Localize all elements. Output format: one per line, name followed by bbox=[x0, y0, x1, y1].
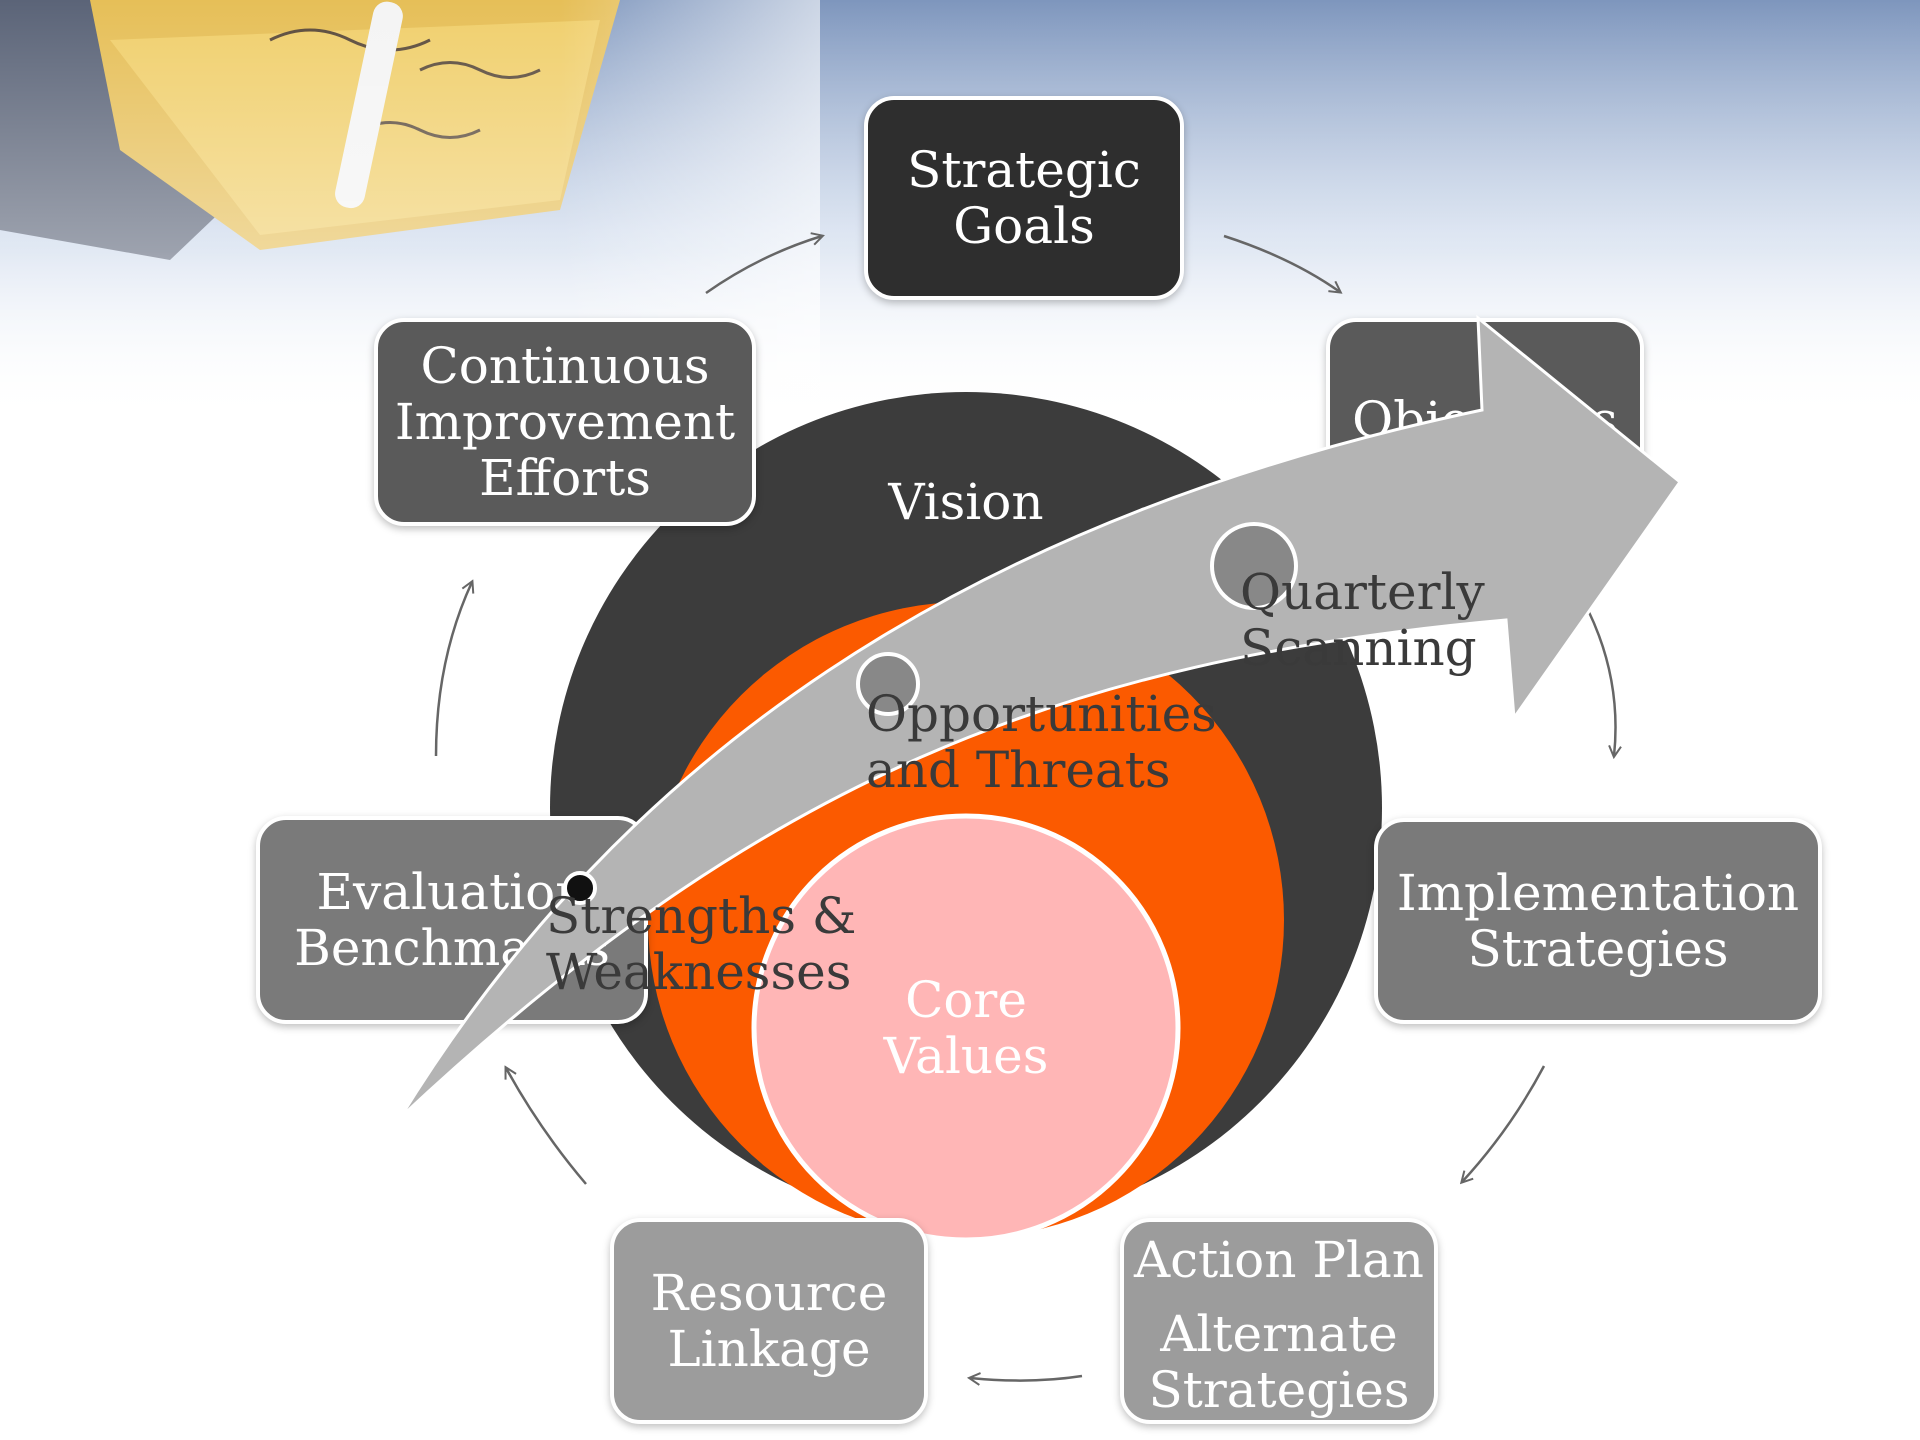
marker-quarterly bbox=[1210, 522, 1298, 610]
core-values-circle bbox=[751, 813, 1181, 1243]
core-values-label: Core Values bbox=[883, 971, 1049, 1085]
continuous-improvement-box: Continuous Improvement Efforts bbox=[374, 318, 756, 526]
implementation-strategies-label: Implementation Strategies bbox=[1396, 864, 1800, 978]
arrow-evaluation-to-continuous bbox=[434, 582, 472, 757]
opportunities-threats-label: Opportunities and Threats bbox=[866, 685, 1217, 799]
vision-label: Vision bbox=[888, 473, 1044, 531]
strategic-goals-label: Strategic Goals bbox=[907, 141, 1141, 255]
arrow-action-to-resource bbox=[970, 1376, 1083, 1381]
arrow-resource-to-evaluation bbox=[506, 1068, 587, 1185]
arrow-objectives-to-implementation bbox=[1586, 609, 1616, 756]
continuous-improvement-label: Continuous Improvement Efforts bbox=[394, 337, 736, 507]
arrow-continuous-to-goals bbox=[705, 236, 822, 295]
action-plan-box: Action Plan Alternate Strategies bbox=[1120, 1218, 1438, 1424]
strategic-goals-box: Strategic Goals bbox=[864, 96, 1184, 300]
arrow-goals-to-objectives bbox=[1223, 234, 1340, 292]
alternate-strategies-label: Alternate Strategies bbox=[1148, 1305, 1410, 1419]
arrow-implementation-to-action bbox=[1462, 1065, 1546, 1182]
implementation-strategies-box: Implementation Strategies bbox=[1374, 818, 1822, 1024]
marker-strengths bbox=[563, 871, 597, 905]
resource-linkage-box: Resource Linkage bbox=[610, 1218, 928, 1424]
resource-linkage-label: Resource Linkage bbox=[650, 1264, 888, 1378]
strengths-weaknesses-label: Strengths & Weaknesses bbox=[546, 887, 857, 1001]
marker-opportunities bbox=[856, 652, 920, 716]
quarterly-scanning-label: Quarterly Scanning bbox=[1240, 563, 1485, 677]
action-plan-label: Action Plan bbox=[1133, 1231, 1425, 1289]
